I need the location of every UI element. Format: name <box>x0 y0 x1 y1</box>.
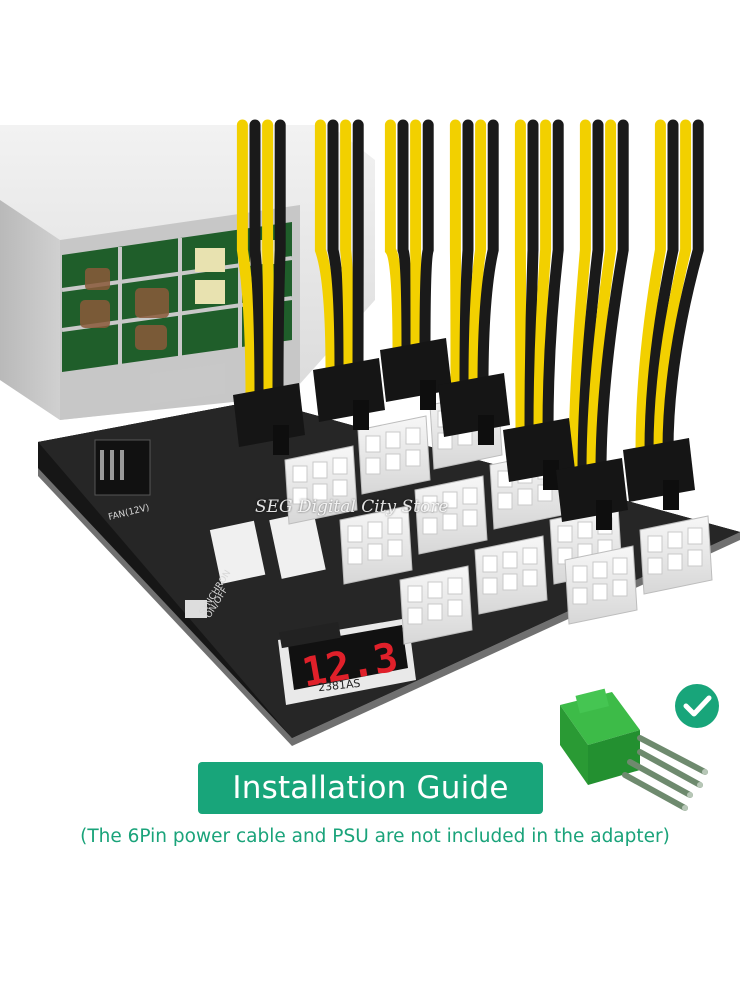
check-circle-icon <box>675 684 719 728</box>
white-6pin-socket <box>357 415 431 495</box>
black-6pin-plug <box>438 373 510 445</box>
white-6pin-socket <box>639 515 713 595</box>
power-cable <box>635 119 704 456</box>
black-6pin-plug <box>556 458 628 530</box>
power-cable <box>236 119 286 401</box>
power-cable <box>568 119 629 476</box>
white-6pin-socket <box>284 445 358 525</box>
socket-array <box>284 390 713 645</box>
white-6pin-socket <box>414 475 488 555</box>
white-6pin-socket <box>474 535 548 615</box>
cable-plugs <box>233 338 695 530</box>
black-6pin-plug <box>313 358 385 430</box>
installation-guide-banner: Installation Guide <box>198 762 543 814</box>
white-6pin-socket <box>339 505 413 585</box>
banner-caption: (The 6Pin power cable and PSU are not in… <box>80 826 670 847</box>
black-6pin-plug <box>503 418 575 490</box>
white-6pin-socket <box>564 545 638 625</box>
white-6pin-socket <box>399 565 473 645</box>
store-watermark: SEG Digital City Store <box>255 497 449 517</box>
black-6pin-plug <box>623 438 695 510</box>
led-voltage-display: 12.3 <box>278 618 416 705</box>
power-cable <box>449 119 499 391</box>
black-6pin-plug <box>233 383 305 455</box>
power-cable <box>514 119 564 436</box>
power-cable <box>384 119 434 356</box>
power-cables <box>236 119 704 476</box>
power-cable <box>314 119 364 376</box>
banner-title: Installation Guide <box>232 770 509 806</box>
black-6pin-plug <box>380 338 452 410</box>
green-terminal-connector <box>560 688 708 811</box>
